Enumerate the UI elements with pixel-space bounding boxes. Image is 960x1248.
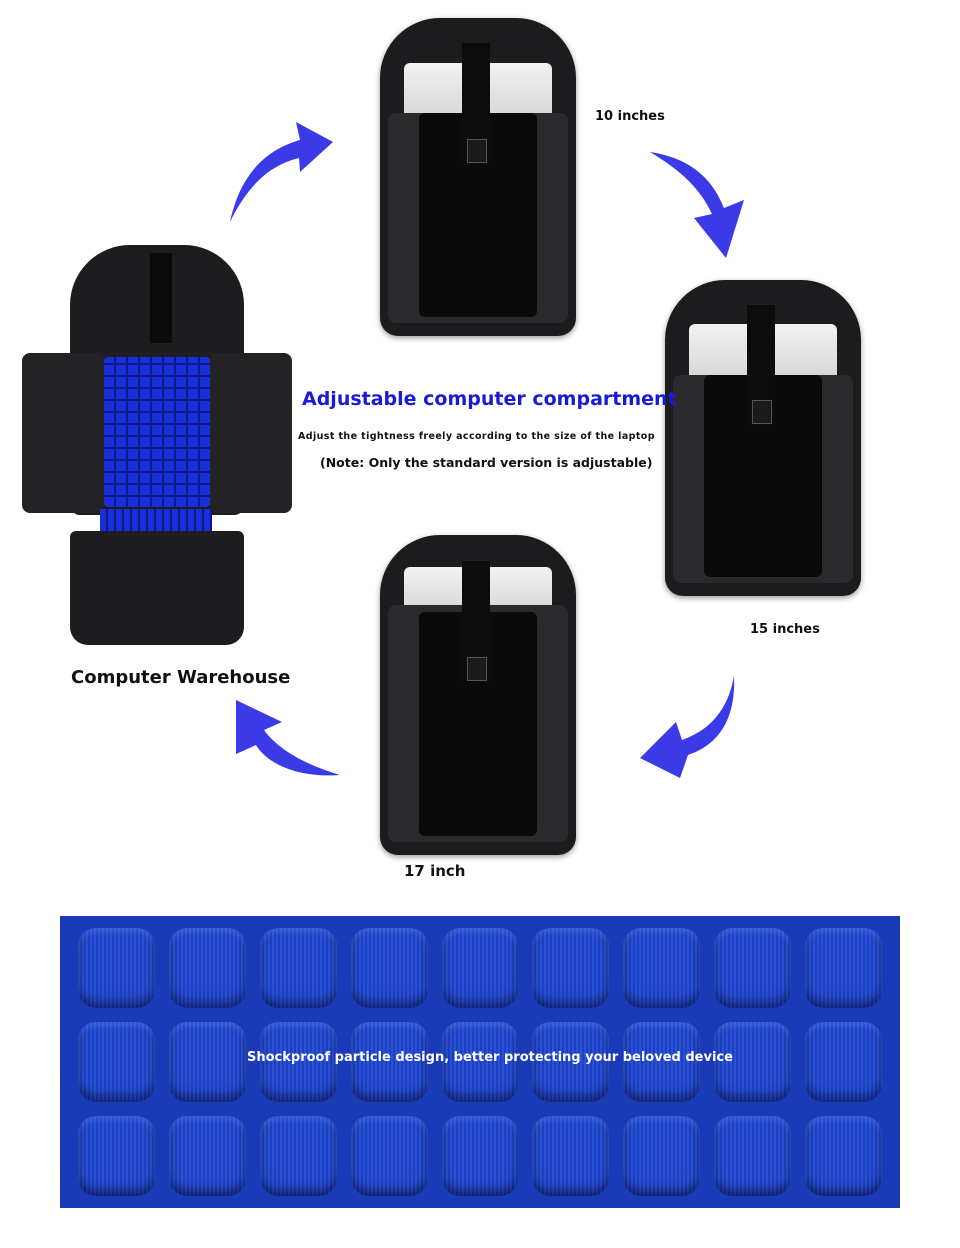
shock-particle [78, 1022, 155, 1102]
bag-17-inch [380, 535, 576, 855]
arrow-down-right-icon [650, 152, 744, 258]
bag-10-inch [380, 18, 576, 336]
shock-particle [259, 1116, 337, 1196]
shock-particle [623, 1022, 701, 1102]
arrow-down-left-icon [640, 676, 735, 778]
subline: Adjust the tightness freely according to… [298, 431, 655, 442]
shock-particle [532, 928, 610, 1008]
headline: Adjustable computer compartment [302, 388, 677, 410]
brand-tag [467, 656, 487, 681]
size-10-label: 10 inches [595, 109, 665, 124]
shock-particle [805, 1022, 882, 1102]
shock-particle [168, 1022, 246, 1102]
shock-particle [441, 1022, 519, 1102]
note: (Note: Only the standard version is adju… [320, 455, 653, 470]
shock-particle [78, 1116, 155, 1196]
computer-warehouse-label: Computer Warehouse [71, 667, 291, 688]
arrow-up-right-icon [230, 122, 333, 222]
pad-caption: Shockproof particle design, better prote… [247, 1050, 733, 1065]
shock-particle [714, 928, 792, 1008]
arrow-up-left-icon [236, 700, 340, 776]
shock-particle [78, 928, 155, 1008]
bag-15-inch [665, 280, 861, 596]
size-15-label: 15 inches [750, 622, 820, 637]
shock-particle [350, 1022, 428, 1102]
shock-particle [714, 1022, 792, 1102]
shock-particle [168, 1116, 246, 1196]
shockproof-pad-image [60, 916, 900, 1208]
shock-particle [805, 1116, 882, 1196]
shock-particle [532, 1022, 610, 1102]
open-bag-computer-warehouse [22, 245, 292, 645]
shock-particle [623, 928, 701, 1008]
shock-particle [805, 928, 882, 1008]
size-17-label: 17 inch [404, 862, 466, 880]
cycle-arrows [230, 122, 744, 778]
shock-particle [532, 1116, 610, 1196]
shock-particle [259, 1022, 337, 1102]
brand-tag [467, 138, 487, 164]
shock-particle [441, 928, 519, 1008]
shock-particle [623, 1116, 701, 1196]
shock-particle [350, 1116, 428, 1196]
shock-particle [168, 928, 246, 1008]
brand-tag [752, 400, 772, 425]
shock-particle [714, 1116, 792, 1196]
shock-particle [350, 928, 428, 1008]
shock-particle [441, 1116, 519, 1196]
shock-particle [259, 928, 337, 1008]
